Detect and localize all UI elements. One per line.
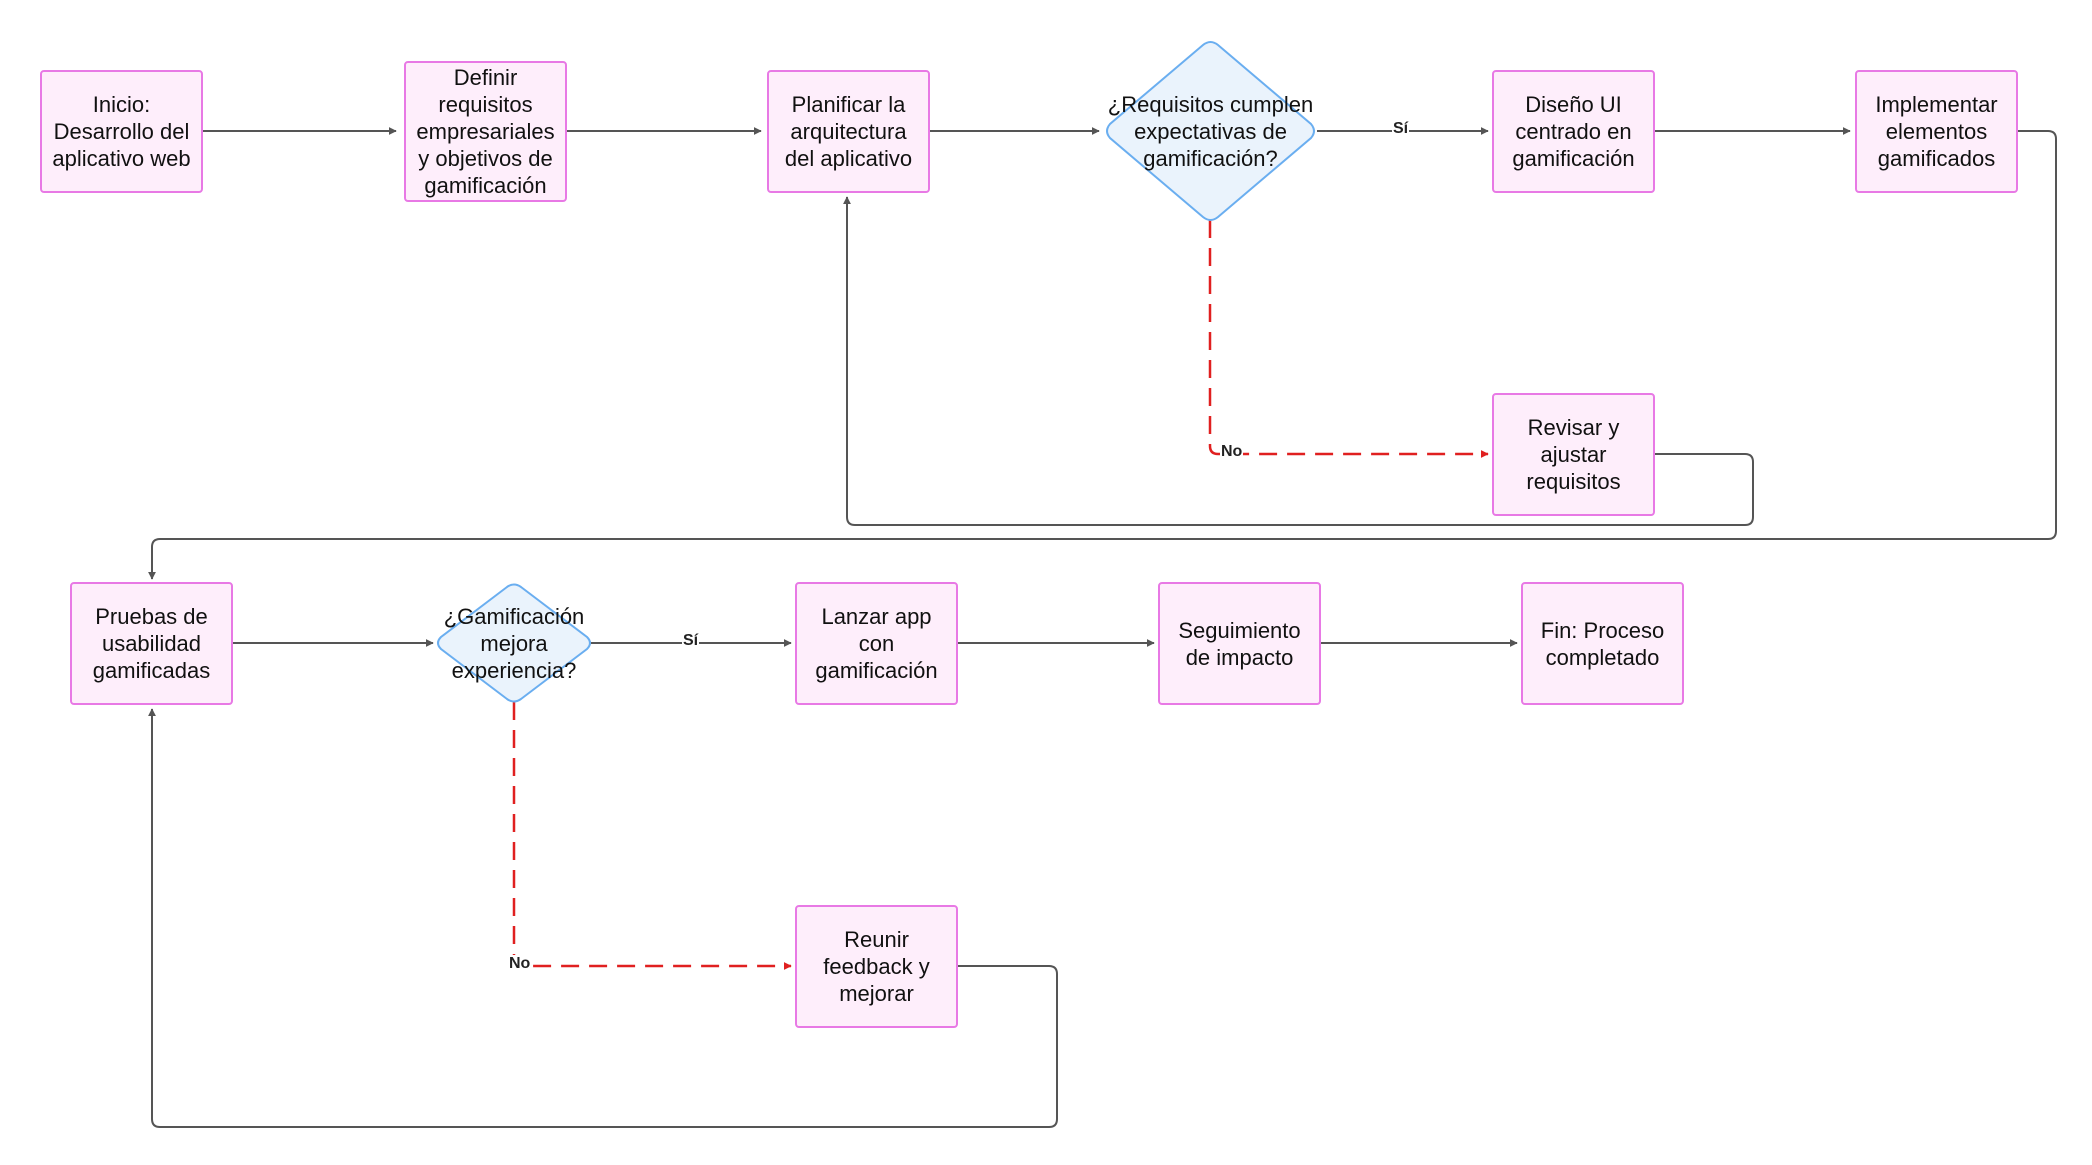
ui-design-label: Diseño UI centrado en gamificación (1512, 92, 1635, 171)
edge-revisar-planificar (843, 196, 1754, 526)
implement-elements-node: Implementar elementos gamificados (1855, 70, 2018, 193)
impact-tracking-label: Seguimiento de impacto (1178, 617, 1301, 670)
gather-feedback-label: Reunir feedback y mejorar (823, 927, 930, 1006)
edge-decision-revisar-no (1208, 220, 1489, 458)
decision-diamond-shape (437, 583, 591, 703)
ui-design-node: Diseño UI centrado en gamificación (1492, 70, 1655, 193)
end-node-label: Fin: Proceso completado (1540, 617, 1665, 670)
gamification-decision-label: ¿Gamificación mejora experiencia? (443, 603, 585, 683)
usability-tests-node: Pruebas de usabilidad gamificadas (70, 582, 233, 705)
edge-reunir-pruebas (148, 708, 1058, 1128)
requirements-yes-label: Sí (1392, 120, 1410, 138)
decision-diamond-shape (1106, 41, 1315, 221)
usability-tests-label: Pruebas de usabilidad gamificadas (92, 604, 211, 683)
define-requirements-label: Definir requisitos empresariales y objet… (416, 65, 555, 198)
implement-elements-label: Implementar elementos gamificados (1875, 92, 1998, 171)
launch-app-node: Lanzar app con gamificación (795, 582, 958, 705)
requirements-decision-label: ¿Requisitos cumplen expectativas de gami… (1107, 91, 1314, 171)
plan-architecture-label: Planificar la arquitectura del aplicativ… (784, 92, 913, 171)
requirements-decision-node: ¿Requisitos cumplen expectativas de gami… (1104, 41, 1317, 221)
plan-architecture-node: Planificar la arquitectura del aplicativ… (767, 70, 930, 193)
edge-decision-reunir-no (512, 702, 792, 970)
edge-implementar-pruebas (148, 130, 2057, 580)
launch-app-label: Lanzar app con gamificación (815, 604, 938, 683)
start-node: Inicio: Desarrollo del aplicativo web (40, 70, 203, 193)
impact-tracking-node: Seguimiento de impacto (1158, 582, 1321, 705)
gamification-decision-node: ¿Gamificación mejora experiencia? (435, 583, 593, 703)
gamification-no-label: No (508, 955, 532, 973)
start-node-label: Inicio: Desarrollo del aplicativo web (52, 92, 191, 171)
requirements-no-label: No (1220, 443, 1244, 461)
gather-feedback-node: Reunir feedback y mejorar (795, 905, 958, 1028)
review-requirements-node: Revisar y ajustar requisitos (1492, 393, 1655, 516)
gamification-yes-label: Sí (682, 632, 700, 650)
review-requirements-label: Revisar y ajustar requisitos (1526, 415, 1621, 494)
define-requirements-node: Definir requisitos empresariales y objet… (404, 61, 567, 202)
end-node: Fin: Proceso completado (1521, 582, 1684, 705)
